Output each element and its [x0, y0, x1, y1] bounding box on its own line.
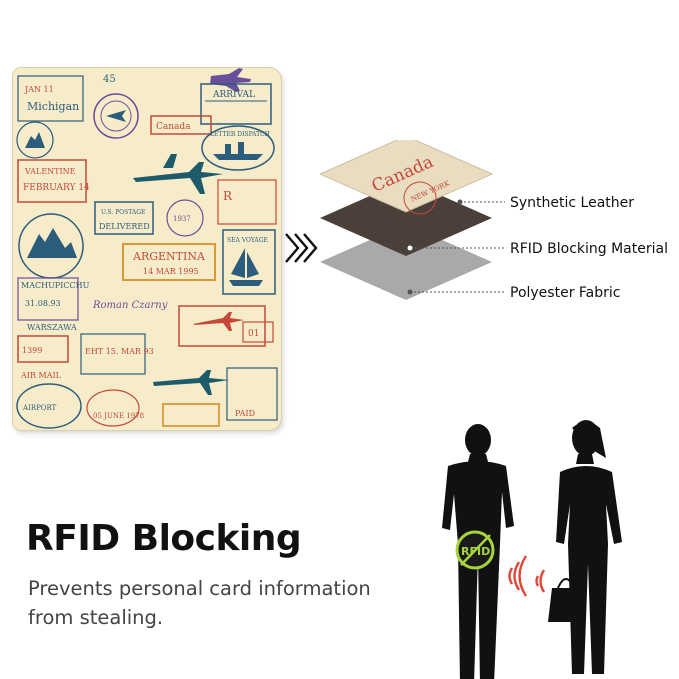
stamp-warszawa: WARSZAWA: [27, 323, 77, 332]
stamp-machu: MACHUPICCHU: [21, 281, 90, 290]
layer-polyester: [320, 224, 492, 300]
svg-text:31.08.93: 31.08.93: [25, 299, 61, 308]
chevron-right-icon: [285, 233, 318, 263]
stamp-collage: ARRIVAL 45 JAN 11 Michigan Canada LETTER…: [16, 68, 278, 429]
svg-text:01: 01: [248, 329, 259, 339]
stamp-february: FEBRUARY 14: [23, 183, 90, 193]
passport-cover: ARRIVAL 45 JAN 11 Michigan Canada LETTER…: [13, 68, 281, 430]
stamp-argdate: 14 MAR 1995: [143, 267, 199, 276]
stamp-paid: PAID: [235, 409, 255, 418]
svg-text:AIRPORT: AIRPORT: [22, 404, 57, 412]
stamp-airmail: AIR MAIL: [20, 371, 62, 380]
layer-rfid: [320, 180, 492, 256]
stamp-chile: EHT 15. MAR 93: [85, 347, 154, 356]
stamp-postage: U.S. POSTAGE: [101, 209, 145, 216]
svg-text:1937: 1937: [173, 215, 191, 223]
woman-silhouette: [548, 420, 622, 674]
leader-dot: [457, 199, 463, 205]
svg-text:1399: 1399: [22, 346, 42, 355]
rfid-badge: RFID: [455, 530, 495, 570]
subtext: Prevents personal card information from …: [28, 574, 428, 632]
stamp-michigan: Michigan: [27, 100, 79, 113]
stamp-delivered: DELIVERED: [99, 222, 150, 231]
label-polyester: Polyester Fabric: [510, 285, 620, 301]
label-rfid-material: RFID Blocking Material: [510, 241, 668, 257]
stamp-sea: SEA VOYAGE: [227, 237, 268, 244]
label-synthetic-leather: Synthetic Leather: [510, 195, 634, 211]
man-silhouette: [442, 424, 514, 679]
layer-leather: [320, 140, 494, 213]
stamp-letter: LETTER DISPATCH: [210, 131, 270, 138]
subtext-line-2: from stealing.: [28, 606, 164, 629]
stamp-argentina: ARGENTINA: [132, 250, 206, 263]
stamp-valentine: VALENTINE: [24, 167, 76, 176]
leader-dot: [407, 245, 413, 251]
stamp-45: 45: [103, 74, 116, 85]
stamp-roman: Roman Czarny: [92, 300, 168, 311]
leader-dot: [407, 289, 413, 295]
headline: RFID Blocking: [26, 518, 302, 559]
stamp-june: 05 JUNE 1978: [93, 412, 144, 420]
people-illustration: RFID: [442, 420, 622, 679]
material-layers: Canada NEW YORK Synthetic Leather RFID B…: [320, 140, 668, 301]
svg-text:Canada: Canada: [156, 122, 191, 132]
svg-text:R: R: [223, 189, 233, 203]
stamp-jan: JAN 11: [24, 85, 54, 94]
stamp-arrival: ARRIVAL: [212, 90, 255, 100]
signal-waves-icon: [508, 555, 546, 597]
subtext-line-1: Prevents personal card information: [28, 577, 371, 600]
